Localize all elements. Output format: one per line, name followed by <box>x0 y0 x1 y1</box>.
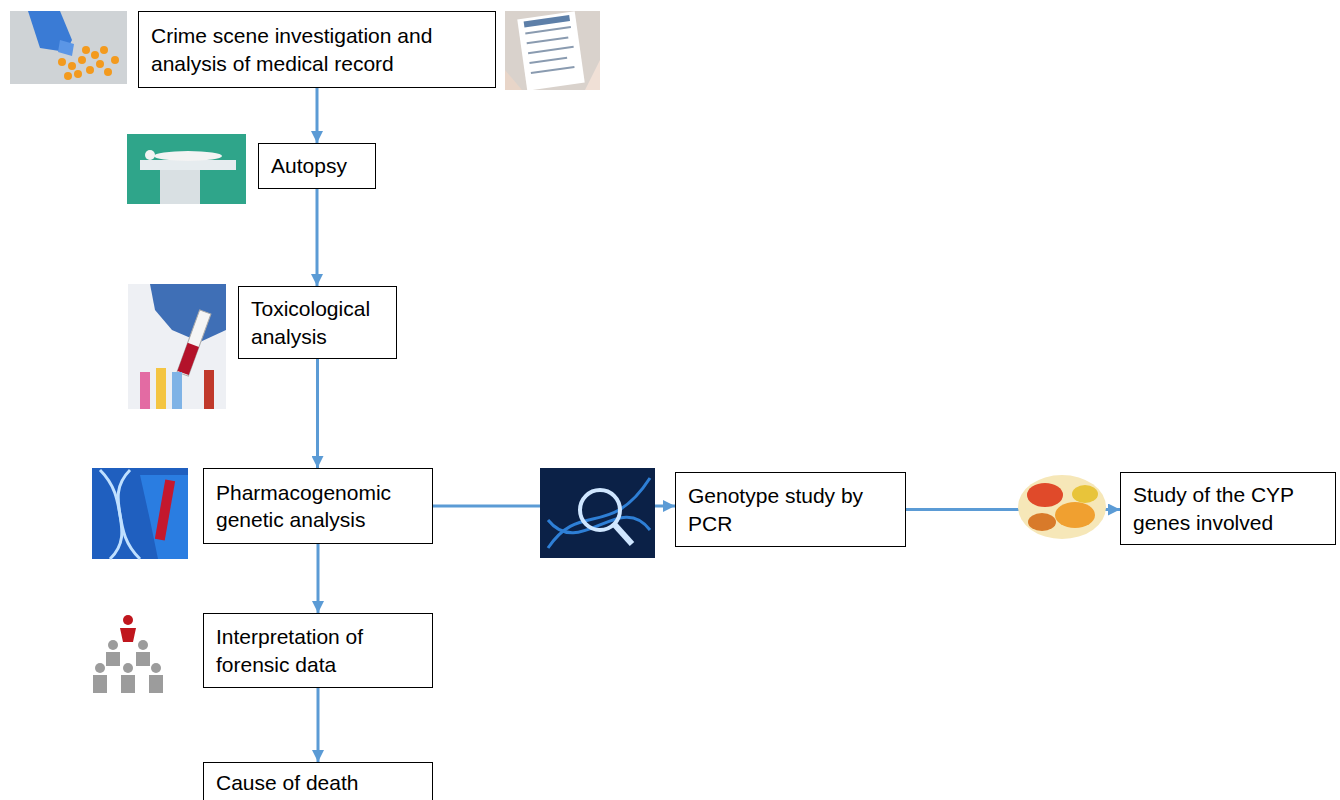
box-label: Cause of death <box>216 769 420 796</box>
process-box: Crime scene investigation and analysis o… <box>138 11 496 88</box>
pills-photo <box>10 11 127 84</box>
flow-arrow <box>316 88 319 143</box>
box-label: Crime scene investigation and analysis o… <box>151 22 483 77</box>
box-label: Study of the CYP genes involved <box>1133 481 1323 536</box>
box-label: Pharmacogenomic genetic analysis <box>216 479 420 534</box>
process-box: Pharmacogenomic genetic analysis <box>203 468 433 544</box>
autopsy-table <box>127 134 246 204</box>
flow-arrow <box>316 189 319 286</box>
process-box: Toxicological analysis <box>238 286 397 359</box>
blood-tubes <box>128 284 226 409</box>
box-label: Genotype study by PCR <box>688 482 893 537</box>
process-box: Study of the CYP genes involved <box>1120 472 1336 545</box>
process-box: Autopsy <box>258 143 376 189</box>
record-photo <box>505 11 600 91</box>
people-pyramid <box>93 615 163 693</box>
process-box: Cause of death <box>203 762 433 800</box>
flow-arrow <box>316 359 319 468</box>
box-label: Interpretation of forensic data <box>216 623 420 678</box>
magnifier-image <box>540 468 655 558</box>
process-box: Interpretation of forensic data <box>203 613 433 688</box>
flow-arrow <box>317 544 320 613</box>
dna-image <box>92 468 188 559</box>
box-label: Autopsy <box>271 152 363 179</box>
protein-image <box>1018 475 1106 539</box>
process-box: Genotype study by PCR <box>675 472 906 547</box>
box-label: Toxicological analysis <box>251 295 384 350</box>
flow-arrow <box>317 688 320 762</box>
